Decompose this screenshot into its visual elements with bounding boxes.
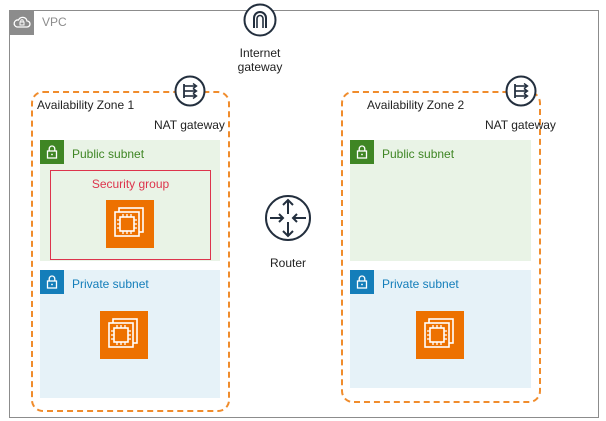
az1-public-subnet-label: Public subnet xyxy=(72,147,145,161)
az2-public-subnet-label: Public subnet xyxy=(382,147,455,161)
lock-icon xyxy=(350,140,374,164)
az1-private-subnet-label: Private subnet xyxy=(72,277,149,291)
availability-zone-1 xyxy=(31,91,230,412)
internet-gateway-label: Internet gateway xyxy=(225,46,295,74)
availability-zone-2 xyxy=(341,91,541,403)
internet-gateway-label-line2: gateway xyxy=(237,60,283,74)
az1-label: Availability Zone 1 xyxy=(37,98,135,112)
lock-icon xyxy=(350,270,374,294)
cloud-lock-icon xyxy=(10,11,34,35)
nat-gateway-icon xyxy=(505,75,537,107)
lock-icon xyxy=(40,270,64,294)
vpc-container xyxy=(9,10,599,418)
az2-label: Availability Zone 2 xyxy=(367,98,465,112)
az1-nat-gateway-label: NAT gateway xyxy=(154,118,225,132)
az2-nat-gateway-label: NAT gateway xyxy=(485,118,556,132)
security-group-label: Security group xyxy=(91,177,170,191)
az2-private-subnet-label: Private subnet xyxy=(382,277,459,291)
ec2-instance-icon xyxy=(416,311,464,359)
router-icon xyxy=(264,194,312,242)
ec2-instance-icon xyxy=(100,311,148,359)
lock-icon xyxy=(40,140,64,164)
security-group xyxy=(50,170,211,260)
router-label: Router xyxy=(269,256,307,270)
ec2-instance-icon xyxy=(106,200,154,248)
az2-public-subnet xyxy=(350,140,531,261)
nat-gateway-icon xyxy=(174,75,206,107)
internet-gateway-label-line1: Internet xyxy=(239,46,281,60)
vpc-label: VPC xyxy=(42,15,67,29)
internet-gateway-icon xyxy=(243,3,277,37)
